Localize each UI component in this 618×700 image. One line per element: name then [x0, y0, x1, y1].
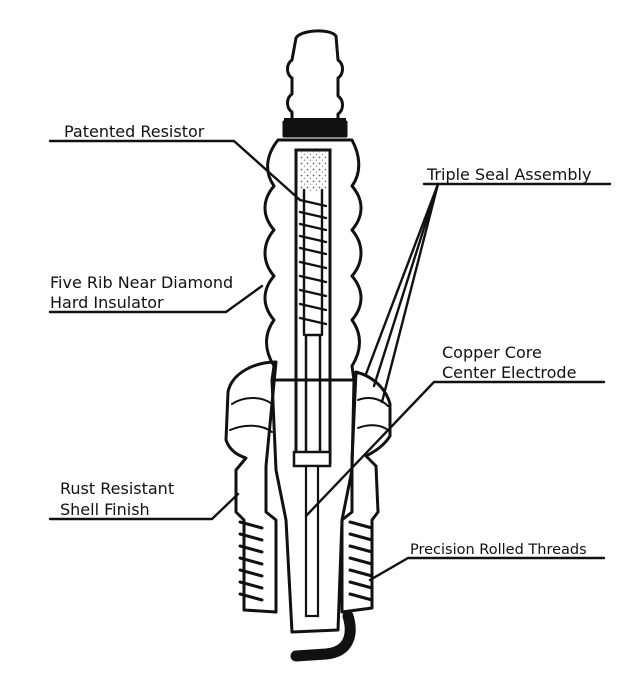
label-copper-core-line2: Center Electrode	[442, 363, 576, 382]
leader-rust-resistant	[48, 492, 240, 521]
center-electrode	[304, 333, 322, 457]
label-copper-core-line1: Copper Core	[442, 343, 542, 362]
label-insulator-line1: Five Rib Near Diamond	[50, 273, 233, 292]
label-rust-resistant-line1: Rust Resistant	[60, 479, 174, 498]
ground-electrode	[290, 610, 356, 662]
label-insulator-line2: Hard Insulator	[50, 293, 164, 312]
leader-threads	[368, 556, 606, 582]
electrode-tip	[304, 464, 320, 618]
label-precision-rolled-threads: Precision Rolled Threads	[410, 542, 587, 558]
leader-copper-core	[304, 380, 606, 518]
leader-insulator	[48, 284, 264, 314]
electrode-collar	[292, 450, 332, 468]
threads	[238, 520, 374, 602]
label-patented-resistor: Patented Resistor	[64, 122, 205, 141]
terminal-base	[284, 118, 346, 136]
shell-right	[340, 370, 392, 614]
leader-triple-seal-2	[372, 182, 440, 388]
label-triple-seal-assembly: Triple Seal Assembly	[426, 165, 591, 184]
labels: Patented Resistor Triple Seal Assembly F…	[50, 122, 591, 558]
spark-plug-illustration	[224, 29, 392, 662]
leader-lines	[48, 139, 612, 582]
leader-triple-seal-3	[380, 182, 440, 404]
terminal-nut	[282, 29, 348, 138]
leader-triple-seal-1	[364, 182, 440, 376]
leader-patented-resistor	[48, 139, 302, 202]
label-rust-resistant-line2: Shell Finish	[60, 500, 150, 519]
insulator-nose	[270, 378, 356, 634]
resistor-spring	[298, 188, 328, 337]
